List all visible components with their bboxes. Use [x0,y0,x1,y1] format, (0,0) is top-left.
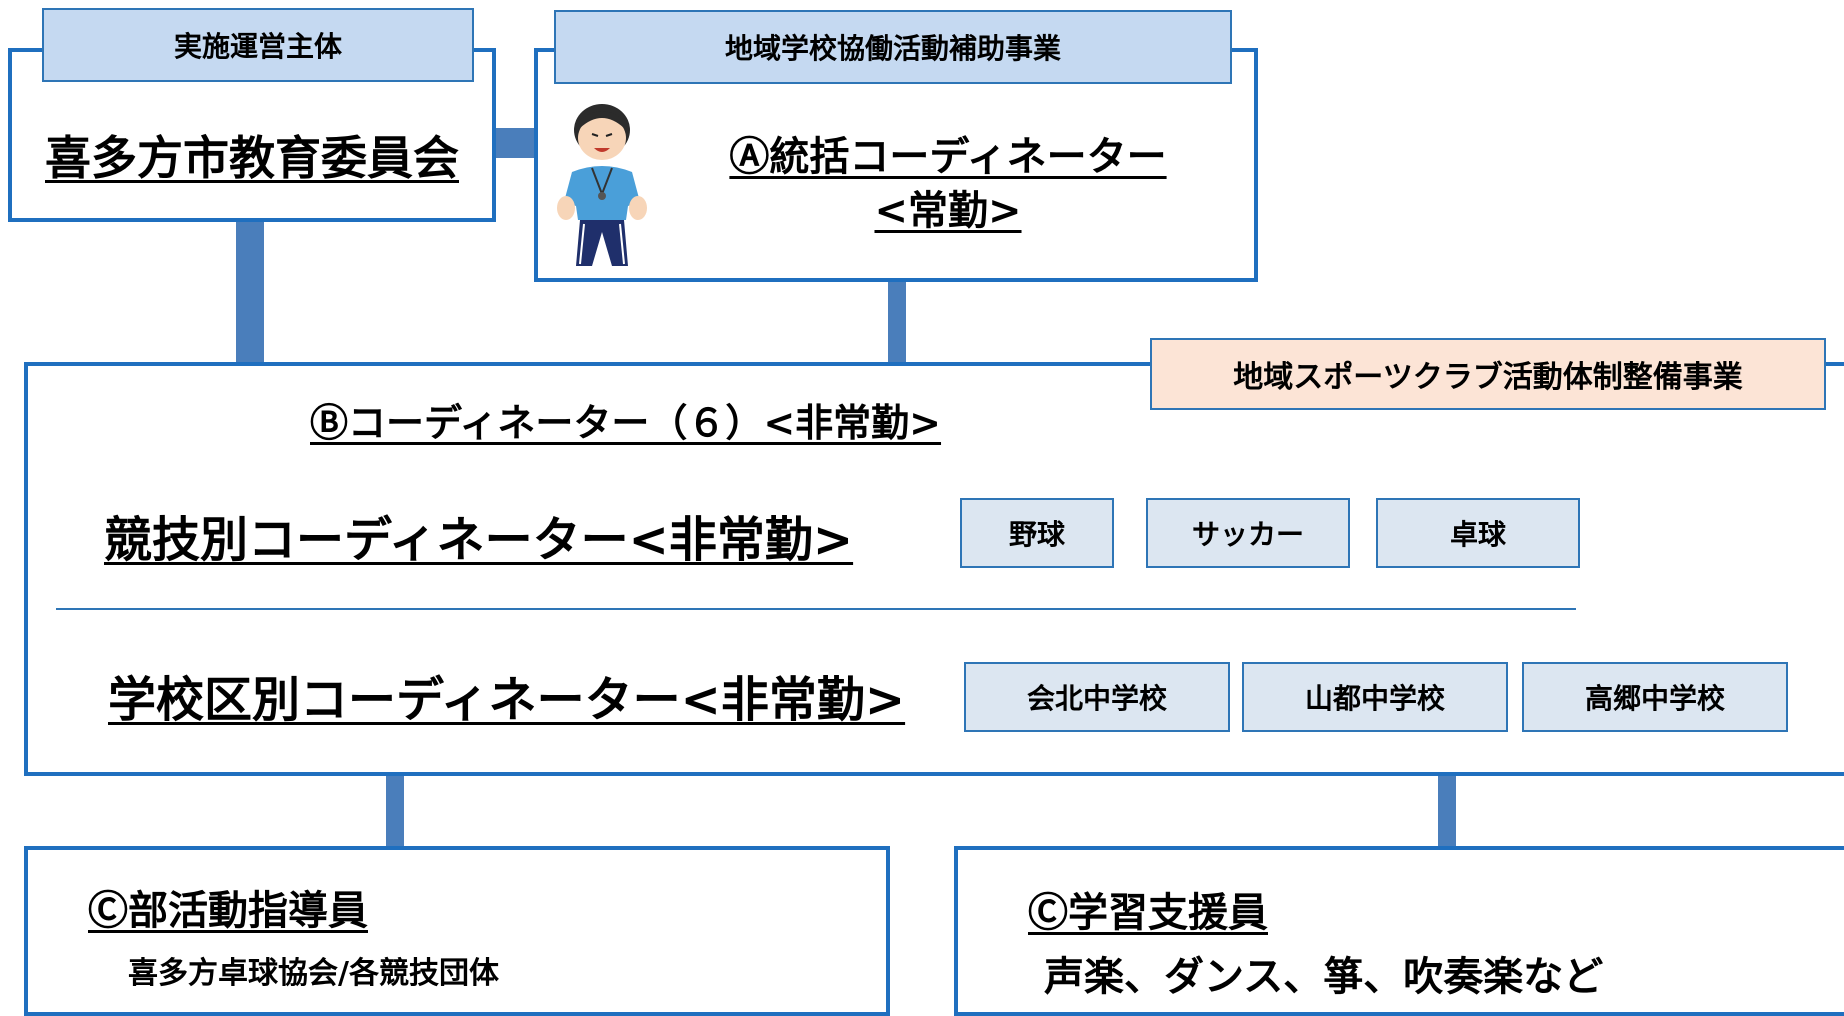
school-yamato: 山都中学校 [1242,662,1508,732]
coordinator-heading-text: Ⓑコーディネーター（６）<非常勤> [310,401,942,445]
connector-coordinator-to-middle [888,278,906,368]
learning-support-box: Ⓒ学習支援員 声楽、ダンス、箏、吹奏楽など [954,846,1844,1016]
sport-coordinator-text: 競技別コーディネーター<非常勤> [104,512,854,568]
learning-support-title: Ⓒ学習支援員 [1028,880,1628,938]
connector-middle-to-bottom-left [386,772,404,852]
divider-line [56,608,1576,610]
community-school-project-tag: 地域学校協働活動補助事業 [554,10,1232,84]
connector-board-to-middle [236,218,264,368]
chief-coordinator-line1: Ⓐ統括コーディネーター [678,124,1218,182]
school-coordinator-text: 学校区別コーディネーター<非常勤> [108,672,906,728]
club-instructor-subtitle: 喜多方卓球協会/各競技団体 [128,956,499,991]
coordinator-group-box: Ⓑコーディネーター（６）<非常勤> 競技別コーディネーター<非常勤> 野球 サッ… [24,362,1844,776]
club-instructor-title: Ⓒ部活動指導員 [88,878,688,936]
coordinator-heading: Ⓑコーディネーター（６）<非常勤> [310,392,1070,447]
club-instructor-box: Ⓒ部活動指導員 喜多方卓球協会/各競技団体 [24,846,890,1016]
board-title: 喜多方市教育委員会 [12,122,492,188]
chief-coordinator-line2: <常勤> [678,178,1218,236]
connector-board-to-coordinator [490,128,540,158]
school-takasato: 高郷中学校 [1522,662,1788,732]
chief-coordinator-box: Ⓐ統括コーディネーター <常勤> [534,48,1258,282]
sport-coordinator-label: 競技別コーディネーター<非常勤> [104,500,924,570]
sports-club-project-tag: 地域スポーツクラブ活動体制整備事業 [1150,338,1826,410]
chief-coordinator-title: Ⓐ統括コーディネーター [729,134,1167,180]
learning-support-title-text: Ⓒ学習支援員 [1028,890,1268,936]
staff-person-icon [557,104,647,266]
board-title-text: 喜多方市教育委員会 [45,131,459,185]
chief-coordinator-status: <常勤> [874,188,1022,234]
sport-soccer: サッカー [1146,498,1350,568]
connector-middle-to-bottom-right [1438,772,1456,852]
implementing-body-tag: 実施運営主体 [42,8,474,82]
learning-support-subtitle: 声楽、ダンス、箏、吹奏楽など [1044,954,1604,1000]
club-instructor-title-text: Ⓒ部活動指導員 [88,888,368,934]
school-kaihoku: 会北中学校 [964,662,1230,732]
sport-baseball: 野球 [960,498,1114,568]
sport-table-tennis: 卓球 [1376,498,1580,568]
school-coordinator-label: 学校区別コーディネーター<非常勤> [108,660,948,730]
